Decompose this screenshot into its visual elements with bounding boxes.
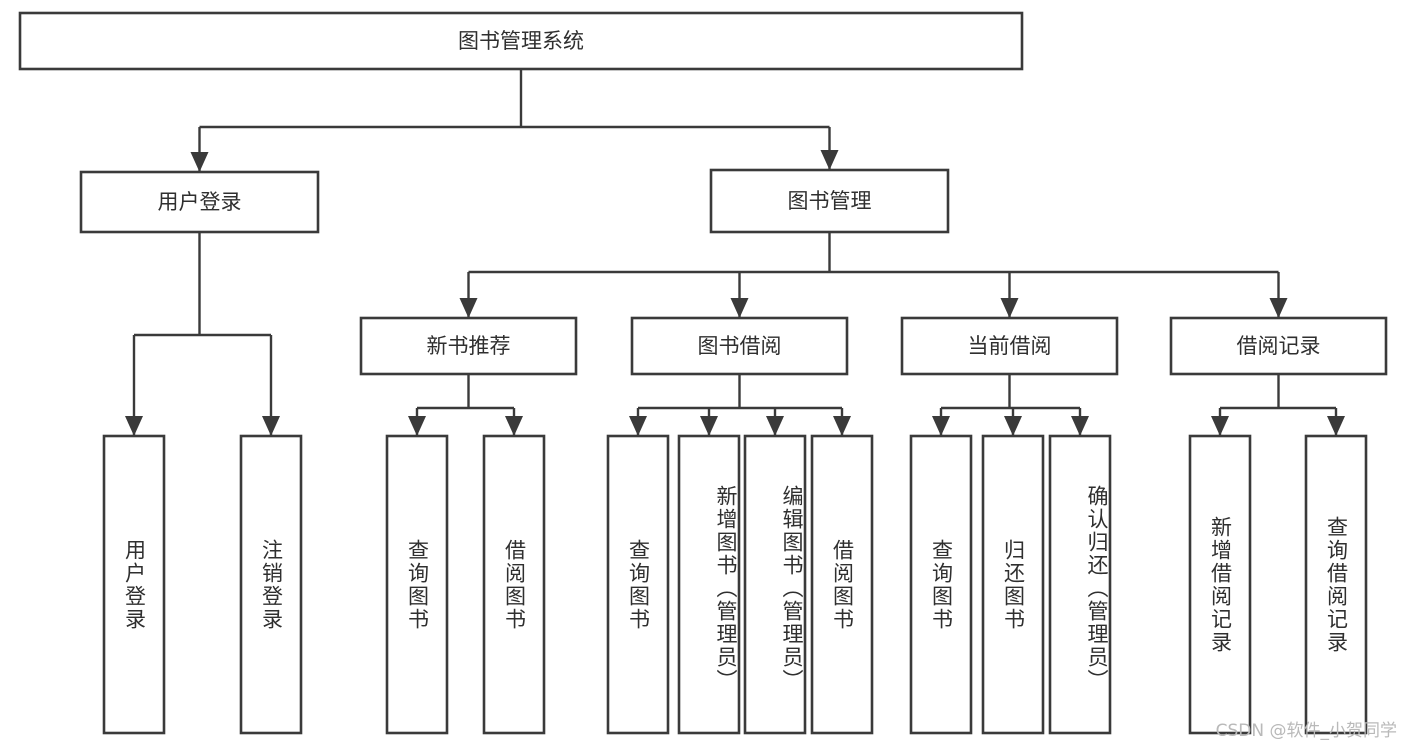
node-leaf-borrow-book-2-rect[interactable] — [810, 434, 874, 735]
node-borrow-record-rect[interactable] — [1169, 316, 1388, 376]
arrow-head-icon — [730, 298, 749, 318]
node-leaf-add-book-rect[interactable] — [677, 434, 741, 735]
node-book-manage[interactable]: 图书管理 — [709, 168, 950, 234]
node-root-system[interactable]: 图书管理系统 — [18, 11, 1024, 71]
arrow-head-icon — [262, 416, 280, 436]
node-leaf-confirm-return-rect[interactable] — [1048, 434, 1112, 735]
arrow-head-icon — [629, 416, 647, 436]
node-book-borrow[interactable]: 图书借阅 — [630, 316, 849, 376]
node-current-borrow[interactable]: 当前借阅 — [900, 316, 1119, 376]
node-current-borrow-rect[interactable] — [900, 316, 1119, 376]
node-user-login-label: 用户登录 — [158, 190, 242, 214]
node-book-manage-rect[interactable] — [709, 168, 950, 234]
arrow-head-icon — [700, 416, 718, 436]
node-leaf-user-logout-rect[interactable] — [239, 434, 303, 735]
connector-layer — [125, 69, 1345, 436]
arrow-head-icon — [820, 150, 839, 170]
node-book-manage-label: 图书管理 — [788, 189, 872, 213]
node-book-borrow-label: 图书借阅 — [698, 334, 782, 358]
arrow-head-icon — [1071, 416, 1089, 436]
arrow-head-icon — [408, 416, 426, 436]
arrow-head-icon — [766, 416, 784, 436]
node-user-login[interactable]: 用户登录 — [79, 170, 320, 234]
node-new-book-rec-rect[interactable] — [359, 316, 578, 376]
node-leaf-query-book-3-rect[interactable] — [909, 434, 973, 735]
arrow-head-icon — [1211, 416, 1229, 436]
arrow-head-icon — [833, 416, 851, 436]
connector-group — [629, 374, 851, 436]
node-borrow-record[interactable]: 借阅记录 — [1169, 316, 1388, 376]
node-leaf-add-record-rect[interactable] — [1188, 434, 1252, 735]
connector-group — [459, 232, 1288, 318]
connector-group — [408, 374, 523, 436]
arrow-head-icon — [459, 298, 478, 318]
node-leaf-borrow-book-1-rect[interactable] — [482, 434, 546, 735]
node-leaf-query-record-rect[interactable] — [1304, 434, 1368, 735]
node-leaf-edit-book-rect[interactable] — [743, 434, 807, 735]
connector-group — [190, 69, 839, 172]
watermark-text: CSDN @软件_小贺同学 — [1215, 721, 1397, 741]
node-leaf-user-login-rect[interactable] — [102, 434, 166, 735]
connector-group — [125, 232, 280, 436]
node-book-borrow-rect[interactable] — [630, 316, 849, 376]
node-root-system-label: 图书管理系统 — [458, 29, 584, 53]
arrow-head-icon — [1327, 416, 1345, 436]
node-new-book-rec-label: 新书推荐 — [427, 334, 511, 358]
node-leaf-return-book-rect[interactable] — [981, 434, 1045, 735]
node-borrow-record-label: 借阅记录 — [1237, 334, 1321, 358]
node-leaf-query-book-2-rect[interactable] — [606, 434, 670, 735]
node-root-system-rect[interactable] — [18, 11, 1024, 71]
node-user-login-rect[interactable] — [79, 170, 320, 234]
connector-group — [932, 374, 1089, 436]
arrow-head-icon — [190, 152, 209, 172]
arrow-head-icon — [1004, 416, 1022, 436]
arrow-head-icon — [505, 416, 523, 436]
arrow-head-icon — [1000, 298, 1019, 318]
connector-group — [1211, 374, 1345, 436]
arrow-head-icon — [932, 416, 950, 436]
node-current-borrow-label: 当前借阅 — [968, 334, 1052, 358]
node-new-book-rec[interactable]: 新书推荐 — [359, 316, 578, 376]
node-leaf-query-book-1-rect[interactable] — [385, 434, 449, 735]
arrow-head-icon — [1269, 298, 1288, 318]
arrow-head-icon — [125, 416, 143, 436]
